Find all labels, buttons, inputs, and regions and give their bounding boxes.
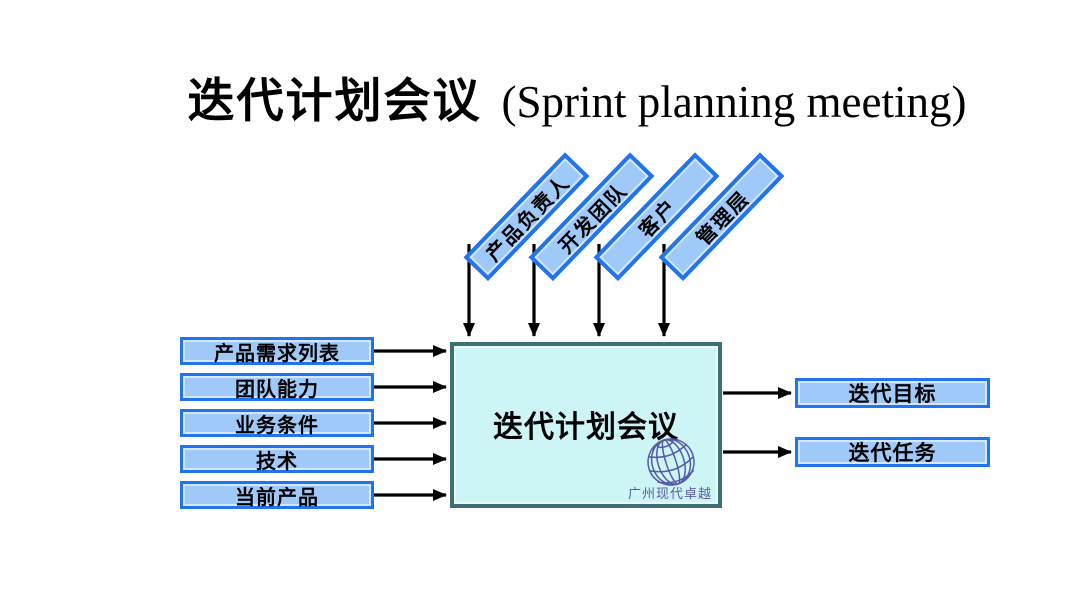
input-box-product-backlog: 产品需求列表 xyxy=(180,337,374,365)
page-title: 迭代计划会议 (Sprint planning meeting) xyxy=(74,62,1080,129)
input-label: 业务条件 xyxy=(235,412,319,437)
input-label: 技术 xyxy=(256,448,298,473)
page-title-english: (Sprint planning meeting) xyxy=(501,77,967,127)
input-box-business-conditions: 业务条件 xyxy=(180,409,374,437)
input-label: 团队能力 xyxy=(235,376,319,401)
output-label: 迭代目标 xyxy=(848,382,937,406)
output-box-sprint-tasks: 迭代任务 xyxy=(795,437,990,467)
input-box-current-product: 当前产品 xyxy=(180,481,374,509)
page-title-chinese: 迭代计划会议 xyxy=(187,74,482,129)
input-box-technology: 技术 xyxy=(180,445,374,473)
input-box-team-capability: 团队能力 xyxy=(180,373,374,401)
output-box-sprint-goal: 迭代目标 xyxy=(795,378,990,408)
output-label: 迭代任务 xyxy=(848,441,937,465)
center-box-sprint-planning-meeting: 迭代计划会议 广州现代卓越 xyxy=(450,342,722,508)
watermark-text: 广州现代卓越 xyxy=(627,487,712,502)
input-label: 当前产品 xyxy=(235,484,319,509)
center-box-label: 迭代计划会议 xyxy=(493,410,679,445)
input-label: 产品需求列表 xyxy=(214,340,340,365)
globe-icon xyxy=(647,438,695,486)
